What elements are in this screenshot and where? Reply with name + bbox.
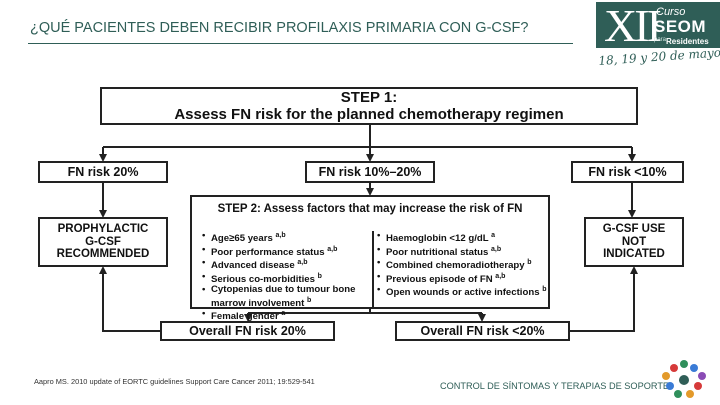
step1-box: STEP 1: Assess FN risk for the planned c… [100, 87, 638, 125]
risk-factor-item: Previous episode of FN a,b [377, 272, 547, 286]
overall-risk-low-box: Overall FN risk <20% [395, 321, 570, 341]
risk-factor-item: Female gender a [202, 309, 367, 323]
prophylactic-line-1: PROPHYLACTIC [57, 223, 149, 236]
people-flower-logo-icon [662, 360, 706, 398]
fn-risk-low-box: FN risk <10% [571, 161, 684, 183]
risk-factors-right: Haemoglobin <12 g/dL a Poor nutritional … [377, 231, 547, 299]
logo-curso: Curso [656, 6, 686, 18]
risk-factors-left: Age≥65 years a,b Poor performance status… [202, 231, 367, 323]
risk-factor-item: Open wounds or active infections b [377, 285, 547, 299]
risk-factor-item: Advanced disease a,b [202, 258, 367, 272]
risk-factor-item: Poor performance status a,b [202, 245, 367, 259]
risk-factor-item: Combined chemoradiotherapy b [377, 258, 547, 272]
prophylactic-box: PROPHYLACTIC G-CSF RECOMMENDED [38, 217, 168, 267]
logo-roman-numeral: XII [604, 0, 662, 51]
title-rule [28, 43, 573, 44]
flowchart-panel: STEP 1: Assess FN risk for the planned c… [30, 82, 692, 345]
step2-column-divider [372, 231, 374, 308]
not-indicated-line-1: G-CSF USE [602, 223, 666, 236]
step1-label: STEP 1: [340, 88, 398, 106]
section-footer: CONTROL DE SÍNTOMAS Y TERAPIAS DE SOPORT… [440, 381, 670, 391]
slide-title: ¿QUÉ PACIENTES DEBEN RECIBIR PROFILAXIS … [30, 20, 529, 36]
prophylactic-line-2: G-CSF [85, 235, 121, 248]
fn-risk-mid-box: FN risk 10%–20% [305, 161, 435, 183]
connector-step1-branch [103, 125, 632, 148]
risk-factor-item: Poor nutritional status a,b [377, 245, 547, 259]
step2-heading: STEP 2: Assess factors that may increase… [217, 203, 523, 215]
risk-factor-item: Cytopenias due to tumour bone marrow inv… [202, 285, 367, 309]
logo-para: para [654, 37, 667, 43]
congress-logo: XII Curso SEOM para Residentes [596, 0, 720, 51]
not-indicated-line-2: NOT [621, 235, 647, 248]
step2-box: STEP 2: Assess factors that may increase… [190, 195, 550, 322]
risk-factor-item: Serious co-morbidities b [202, 272, 367, 286]
logo-residentes: Residentes [666, 37, 709, 46]
overall-risk-high-box: Overall FN risk 20% [160, 321, 335, 341]
arrow-overall-high-to-prophylactic [99, 266, 160, 332]
prophylactic-line-3: RECOMMENDED [56, 248, 150, 261]
fn-risk-high-box: FN risk 20% [38, 161, 168, 183]
risk-factor-item: Age≥65 years a,b [202, 231, 367, 245]
logo-seom: SEOM [654, 17, 707, 36]
risk-factor-item: Haemoglobin <12 g/dL a [377, 231, 547, 245]
step1-text: Assess FN risk for the planned chemother… [174, 105, 564, 123]
arrow-overall-low-to-not-indicated [570, 266, 638, 332]
not-indicated-line-3: INDICATED [603, 248, 665, 261]
not-indicated-box: G-CSF USE NOT INDICATED [584, 217, 684, 267]
reference-citation: Aapro MS. 2010 update of EORTC guideline… [34, 377, 315, 386]
